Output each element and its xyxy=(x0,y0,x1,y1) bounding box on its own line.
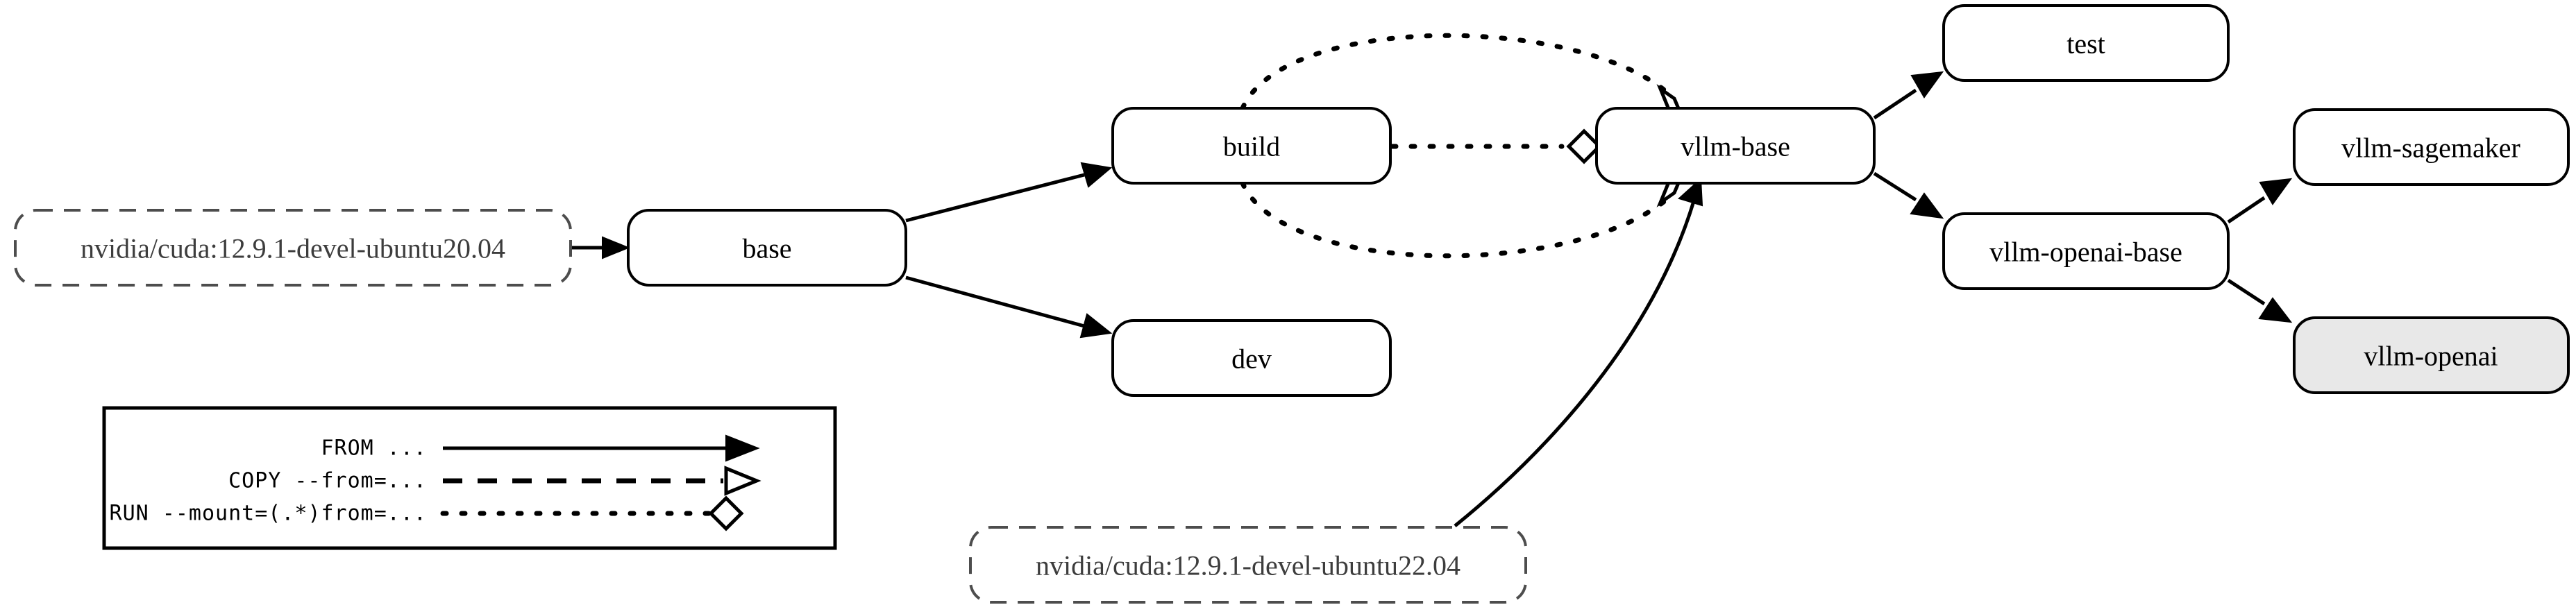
edge-base-to-dev xyxy=(905,275,1113,339)
node-test-label: test xyxy=(2066,28,2105,60)
edge-cuda2004-to-base xyxy=(572,236,630,259)
node-vllm-sagemaker-shape xyxy=(2293,108,2570,186)
legend-box xyxy=(102,406,837,550)
legend-row-run: RUN --mount=(.*)from=... xyxy=(110,495,744,531)
node-vllm-openai-base[interactable]: vllm-openai-base xyxy=(1942,212,2230,290)
node-vllm-sagemaker-label: vllm-sagemaker xyxy=(2341,133,2520,164)
legend-marker-filled-arrow xyxy=(725,434,760,462)
node-build-shape xyxy=(1111,107,1392,185)
node-cuda-ubuntu2004-shape xyxy=(14,209,572,287)
node-cuda-ubuntu2204[interactable]: nvidia/cuda:12.9.1-devel-ubuntu22.04 xyxy=(969,526,1527,604)
node-base-shape xyxy=(627,209,907,287)
node-build[interactable]: build xyxy=(1111,107,1392,185)
node-cuda-ubuntu2204-label: nvidia/cuda:12.9.1-devel-ubuntu22.04 xyxy=(1036,550,1460,581)
legend-row-from: FROM ... xyxy=(321,434,760,462)
node-vllm-openai-label: vllm-openai xyxy=(2364,341,2498,372)
node-vllm-openai-shape xyxy=(2293,316,2570,394)
legend-marker-hollow-diamond xyxy=(708,495,744,531)
node-base-label: base xyxy=(742,233,791,264)
node-base[interactable]: base xyxy=(627,209,907,287)
legend-label-copy: COPY --from=... xyxy=(228,469,427,493)
node-test-shape xyxy=(1942,4,2230,82)
node-vllm-openai[interactable]: vllm-openai xyxy=(2293,316,2570,394)
node-test[interactable]: test xyxy=(1942,4,2230,82)
edge-vllmopenaibase-to-vllmopenai xyxy=(2227,278,2293,323)
legend-marker-hollow-arrow xyxy=(724,466,761,496)
edge-base-to-build xyxy=(905,162,1113,223)
node-cuda-ubuntu2204-shape xyxy=(969,526,1527,604)
legend: FROM ... COPY --from=... RUN --mount=(.*… xyxy=(102,406,837,550)
node-dev[interactable]: dev xyxy=(1111,319,1392,397)
legend-label-from: FROM ... xyxy=(321,436,428,461)
node-vllm-base-label: vllm-base xyxy=(1681,131,1790,162)
edge-vllmopenaibase-to-vllmsagemaker xyxy=(2227,178,2293,224)
node-vllm-base[interactable]: vllm-base xyxy=(1595,107,1876,185)
legend-row-copy: COPY --from=... xyxy=(228,466,761,496)
edge-build-to-vllmbase-straight xyxy=(1390,128,1602,164)
node-vllm-base-shape xyxy=(1595,107,1876,185)
node-cuda-ubuntu2004[interactable]: nvidia/cuda:12.9.1-devel-ubuntu20.04 xyxy=(14,209,572,287)
node-dev-label: dev xyxy=(1231,343,1272,375)
node-vllm-sagemaker[interactable]: vllm-sagemaker xyxy=(2293,108,2570,186)
node-cuda-ubuntu2004-label: nvidia/cuda:12.9.1-devel-ubuntu20.04 xyxy=(81,233,505,264)
node-vllm-openai-base-label: vllm-openai-base xyxy=(1989,237,2182,268)
node-vllm-openai-base-shape xyxy=(1942,212,2230,290)
edge-vllmbase-to-vllmopenaibase xyxy=(1873,171,1944,219)
legend-label-run: RUN --mount=(.*)from=... xyxy=(110,502,427,526)
edge-vllmbase-to-test xyxy=(1873,71,1944,120)
node-build-label: build xyxy=(1223,131,1280,162)
edge-cuda2204-to-vllmbase xyxy=(1454,177,1703,527)
node-dev-shape xyxy=(1111,319,1392,397)
